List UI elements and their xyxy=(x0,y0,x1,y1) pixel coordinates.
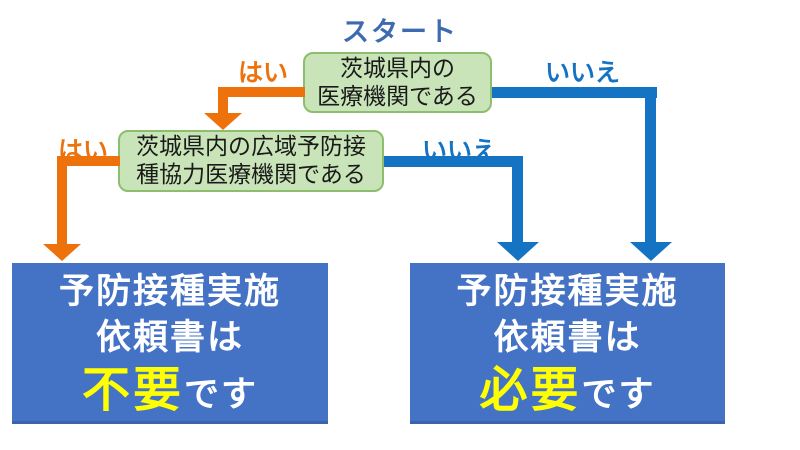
no-arrow-1-arrowhead-icon xyxy=(630,242,672,261)
decision-1-line-1: 茨城県内の xyxy=(340,55,455,82)
result-right-suffix: です xyxy=(581,374,656,415)
yes-arrow-2-vertical xyxy=(57,156,67,245)
no-label-1: いいえ xyxy=(545,59,621,87)
yes-arrow-1-arrowhead-icon xyxy=(204,113,242,130)
yes-arrow-1-vertical xyxy=(218,87,228,115)
yes-label-1: はい xyxy=(238,59,289,87)
result-right-highlight: 必要 xyxy=(479,362,582,418)
no-arrow-2-vertical xyxy=(512,156,523,243)
result-left-line-2: 依頼書は xyxy=(95,317,244,358)
decision-2-line-2: 種協力医療機関である xyxy=(136,162,366,188)
decision-box-ibaraki-medical-institution: 茨城県内の 医療機関である xyxy=(303,52,492,113)
result-right-line-2: 依頼書は xyxy=(493,317,642,358)
result-left-line-3: 不要です xyxy=(12,361,328,424)
yes-arrow-1-horizontal xyxy=(218,87,305,97)
no-arrow-1-vertical xyxy=(645,87,656,243)
result-left-line-1: 予防接種実施 xyxy=(58,271,281,312)
result-left-suffix: です xyxy=(184,374,259,415)
decision-2-line-1: 茨城県内の広域予防接 xyxy=(136,134,366,160)
decision-box-wide-area-cooperating-institution: 茨城県内の広域予防接 種協力医療機関である xyxy=(118,130,384,192)
no-arrow-2-arrowhead-icon xyxy=(497,242,539,261)
result-box-not-required: 予防接種実施 依頼書は 不要です xyxy=(12,263,328,424)
no-arrow-1-horizontal xyxy=(492,87,657,98)
no-arrow-2-horizontal xyxy=(384,156,523,167)
result-box-required: 予防接種実施 依頼書は 必要です xyxy=(410,263,725,424)
result-left-highlight: 不要 xyxy=(81,362,184,418)
start-label: スタート xyxy=(342,17,458,47)
yes-arrow-2-horizontal xyxy=(57,156,120,166)
result-right-line-3: 必要です xyxy=(410,361,725,424)
yes-arrow-2-arrowhead-icon xyxy=(43,244,81,261)
result-right-line-1: 予防接種実施 xyxy=(456,271,679,312)
decision-1-line-2: 医療機関である xyxy=(317,83,478,110)
